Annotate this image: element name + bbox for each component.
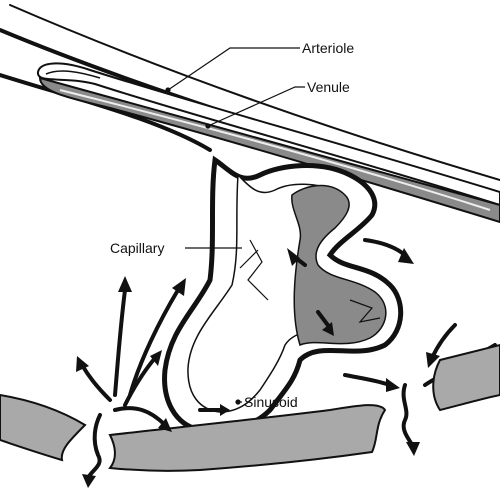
arteriole-label: Arteriole [302, 40, 354, 56]
arrow-up-2 [128, 288, 180, 397]
arrow-right-upper [363, 238, 408, 258]
arrow-down-wavy-right [401, 383, 414, 447]
venule-vessel [38, 76, 500, 224]
arrow-upright [123, 356, 157, 407]
leader-lines [165, 47, 305, 405]
arrow-right-low [113, 406, 167, 427]
arrow-upleft [80, 363, 112, 402]
arrow-heads [76, 248, 440, 488]
arrow-down-wavy-left [86, 413, 102, 480]
sinusoid-label: Sinusoid [244, 394, 298, 410]
arrow-down-right [430, 323, 457, 360]
flow-arrows [80, 238, 457, 480]
venule-label: Venule [307, 79, 350, 95]
capillary-label: Capillary [110, 240, 164, 256]
bone-fragments [0, 343, 500, 472]
arrow-right-lower [343, 373, 392, 387]
arteriole-leader [167, 47, 300, 91]
venule-leader [207, 86, 305, 127]
arteriole-vessel [37, 62, 500, 207]
arrow-up-1 [113, 288, 127, 397]
capillary-loop [162, 155, 404, 434]
